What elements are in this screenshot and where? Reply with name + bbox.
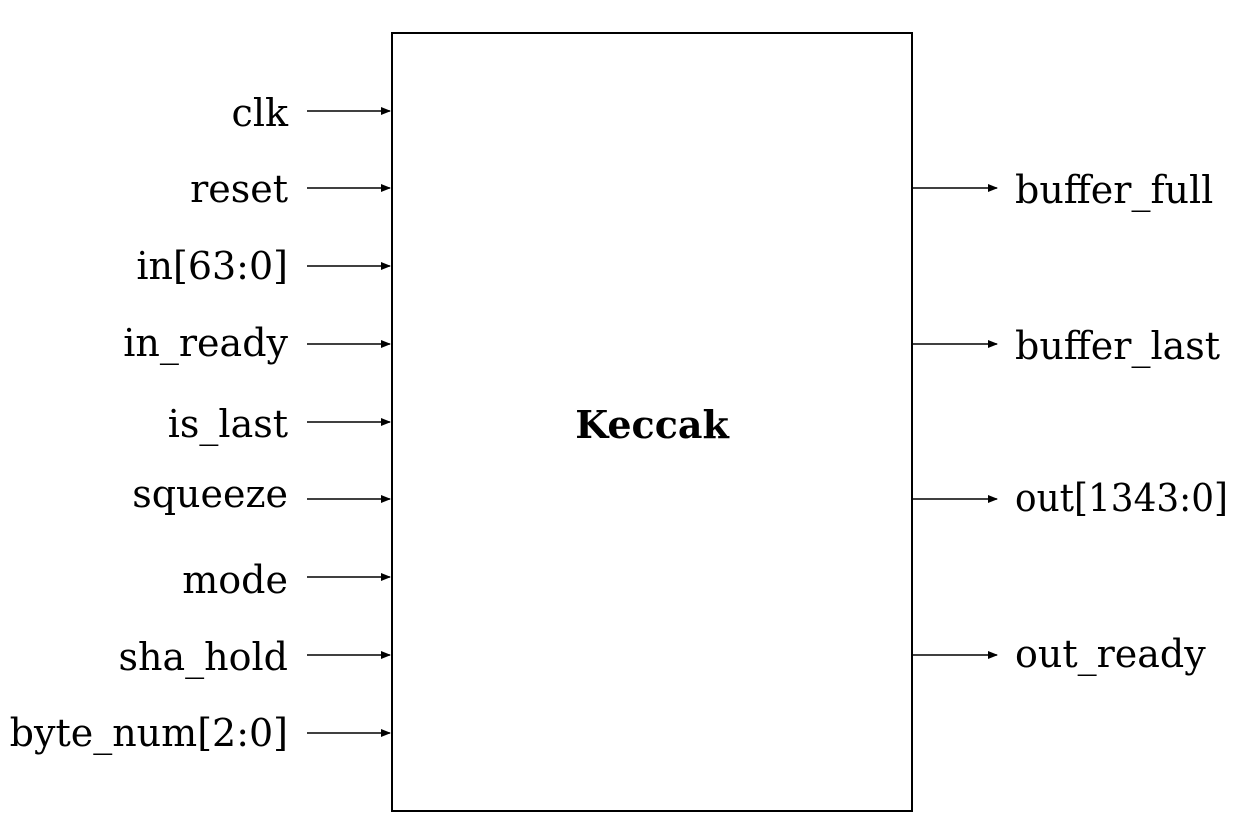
- input-port-reset: reset: [190, 167, 391, 211]
- output-port-buffer-last: buffer_last: [913, 324, 1220, 369]
- input-port-mode: mode: [182, 558, 391, 602]
- input-label: squeeze: [132, 472, 288, 516]
- output-port-buffer-full: buffer_full: [913, 168, 1213, 213]
- input-port-in: in[63:0]: [136, 244, 391, 288]
- input-label: byte_num[2:0]: [10, 711, 288, 756]
- input-port-is-last: is_last: [168, 402, 391, 447]
- output-label: buffer_last: [1015, 324, 1220, 369]
- input-label: reset: [190, 167, 288, 211]
- input-label: sha_hold: [119, 635, 288, 680]
- input-port-clk: clk: [232, 91, 391, 135]
- module-title: Keccak: [575, 402, 729, 447]
- input-label: clk: [232, 91, 289, 135]
- input-label: in[63:0]: [136, 244, 288, 288]
- input-port-squeeze: squeeze: [132, 472, 391, 516]
- input-label: mode: [182, 558, 288, 602]
- input-label: is_last: [168, 402, 288, 447]
- output-port-out-ready: out_ready: [913, 632, 1206, 677]
- input-port-in-ready: in_ready: [123, 321, 391, 366]
- module-box: [391, 32, 913, 812]
- output-port-out: out[1343:0]: [913, 476, 1228, 520]
- input-label: in_ready: [123, 321, 288, 366]
- input-port-byte-num: byte_num[2:0]: [10, 711, 391, 756]
- input-port-sha-hold: sha_hold: [119, 635, 391, 680]
- output-label: out[1343:0]: [1015, 476, 1228, 520]
- output-label: buffer_full: [1015, 168, 1213, 213]
- output-label: out_ready: [1015, 632, 1206, 677]
